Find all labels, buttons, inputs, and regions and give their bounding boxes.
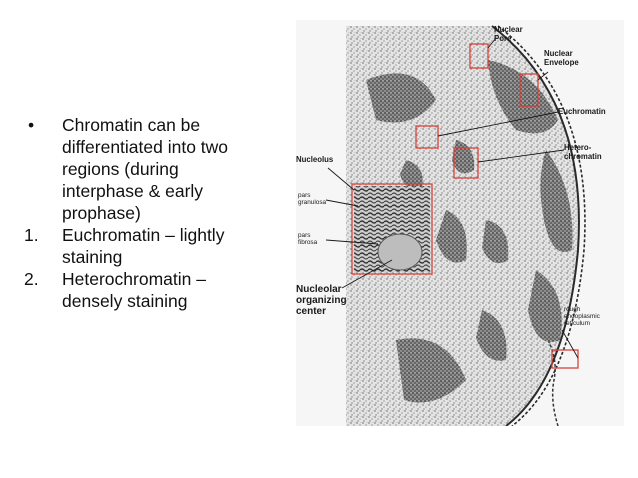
label-nuclear-pore: Nuclear Pore (494, 25, 523, 43)
bullet-line: interphase & early (62, 181, 204, 201)
heterochromatin-clump (476, 310, 507, 361)
box-euchromatin (415, 125, 439, 149)
leader-line (537, 71, 549, 81)
heterochromatin-clump (396, 338, 466, 403)
number-marker: 1. (24, 225, 39, 245)
bullet-marker: • (28, 115, 35, 135)
box-rough-er (551, 349, 579, 369)
bullet-item: • Chromatin can be differentiated into t… (22, 114, 272, 224)
label-rough-er: rough endoplasmic reticulum (564, 306, 600, 328)
heterochromatin-clump (482, 220, 509, 264)
text-block: • Chromatin can be differentiated into t… (22, 114, 272, 312)
box-heterochromatin (453, 147, 479, 179)
label-pars-fibrosa: pars fibrosa (298, 232, 318, 247)
nuclear-envelope (491, 25, 580, 426)
item-line: staining (62, 247, 123, 267)
label-heterochromatin: Hetero- chromatin (564, 143, 602, 161)
leader-line (487, 37, 497, 49)
nucleus-illustration (325, 25, 586, 426)
box-nuclear-envelope (519, 73, 539, 107)
leader-line (325, 239, 379, 245)
label-nucleolar-organizing-center: Nucleolar organizing center (296, 284, 347, 317)
nucleus-figure: Nuclear Pore Nuclear Envelope Euchromati… (296, 20, 624, 426)
heterochromatin-clump (528, 270, 562, 342)
heterochromatin-clump (366, 73, 436, 123)
numbered-item-heterochromatin: 2. Heterochromatin – densely staining (22, 268, 272, 312)
leader-line (327, 167, 355, 191)
leader-line (477, 149, 565, 163)
box-nucleolus (351, 183, 433, 275)
bullet-line: Chromatin can be (62, 115, 201, 135)
box-nuclear-pore (469, 43, 489, 69)
leader-line (325, 199, 359, 207)
number-marker: 2. (24, 269, 39, 289)
heterochromatin-clump (400, 160, 423, 189)
nuclear-envelope-outer (497, 25, 586, 426)
label-nuclear-envelope: Nuclear Envelope (544, 49, 579, 67)
leader-line (437, 111, 559, 137)
bullet-line: prophase) (62, 203, 141, 223)
bullet-line: differentiated into two (62, 137, 229, 157)
leader-line (561, 329, 579, 359)
item-line: Euchromatin – lightly (62, 225, 225, 245)
item-line: densely staining (62, 291, 188, 311)
item-line: Heterochromatin – (62, 269, 206, 289)
leader-line (341, 259, 393, 289)
heterochromatin-clump (540, 150, 573, 252)
nucleolar-organizing-center-shape (377, 233, 423, 271)
heterochromatin-clump (436, 210, 467, 263)
label-nucleolus: Nucleolus (296, 155, 334, 164)
label-euchromatin: Euchromatin (558, 107, 606, 116)
heterochromatin-clump (488, 60, 558, 134)
label-pars-granulosa: pars granulosa (298, 192, 327, 207)
numbered-item-euchromatin: 1. Euchromatin – lightly staining (22, 224, 272, 268)
bullet-line: regions (during (62, 159, 179, 179)
